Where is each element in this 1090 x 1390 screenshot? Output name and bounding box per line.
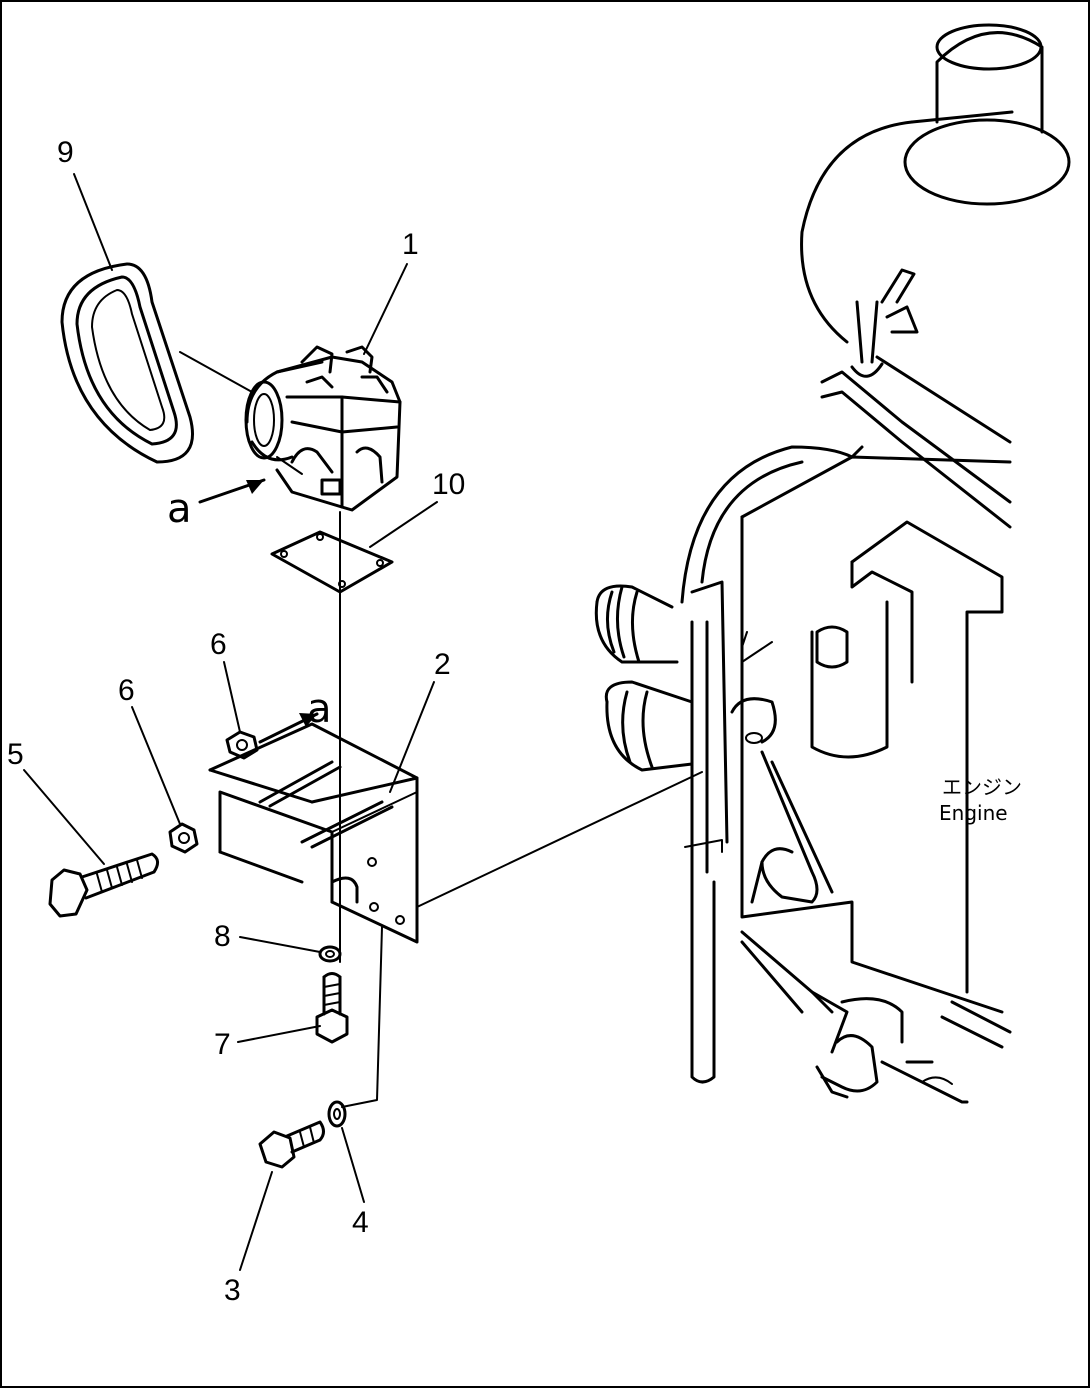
bracket-part-2 (208, 722, 419, 944)
label-part-5: 5 (7, 738, 24, 771)
view-arrow-a-lower (258, 712, 319, 744)
label-part-6-lower: 6 (118, 674, 135, 707)
engine-assembly (594, 23, 1071, 1104)
bolt-part-7 (315, 972, 349, 1044)
washer-part-4 (327, 1100, 347, 1128)
label-part-2: 2 (434, 648, 451, 681)
nut-part-6-lower (168, 822, 199, 854)
label-view-a-lower: a (307, 686, 332, 732)
label-part-1: 1 (402, 228, 419, 261)
label-engine-en: Engine (939, 801, 1008, 825)
assembly-lines (23, 173, 703, 1271)
compressor-part-1 (244, 345, 402, 512)
label-part-7: 7 (214, 1028, 231, 1061)
label-engine-jp: エンジン (942, 775, 1022, 799)
view-arrow-a-upper (198, 478, 266, 504)
label-part-6-upper: 6 (210, 628, 227, 661)
washer-part-8 (318, 945, 342, 963)
bolt-part-3 (258, 1120, 325, 1169)
belt-part-9 (60, 262, 195, 464)
label-part-10: 10 (432, 468, 465, 501)
bolt-part-5 (48, 852, 159, 918)
label-part-9: 9 (57, 136, 74, 169)
gasket-part-10 (270, 530, 394, 594)
label-part-4: 4 (352, 1206, 369, 1239)
label-view-a-upper: a (167, 486, 192, 532)
label-part-8: 8 (214, 920, 231, 953)
label-part-3: 3 (224, 1274, 241, 1307)
